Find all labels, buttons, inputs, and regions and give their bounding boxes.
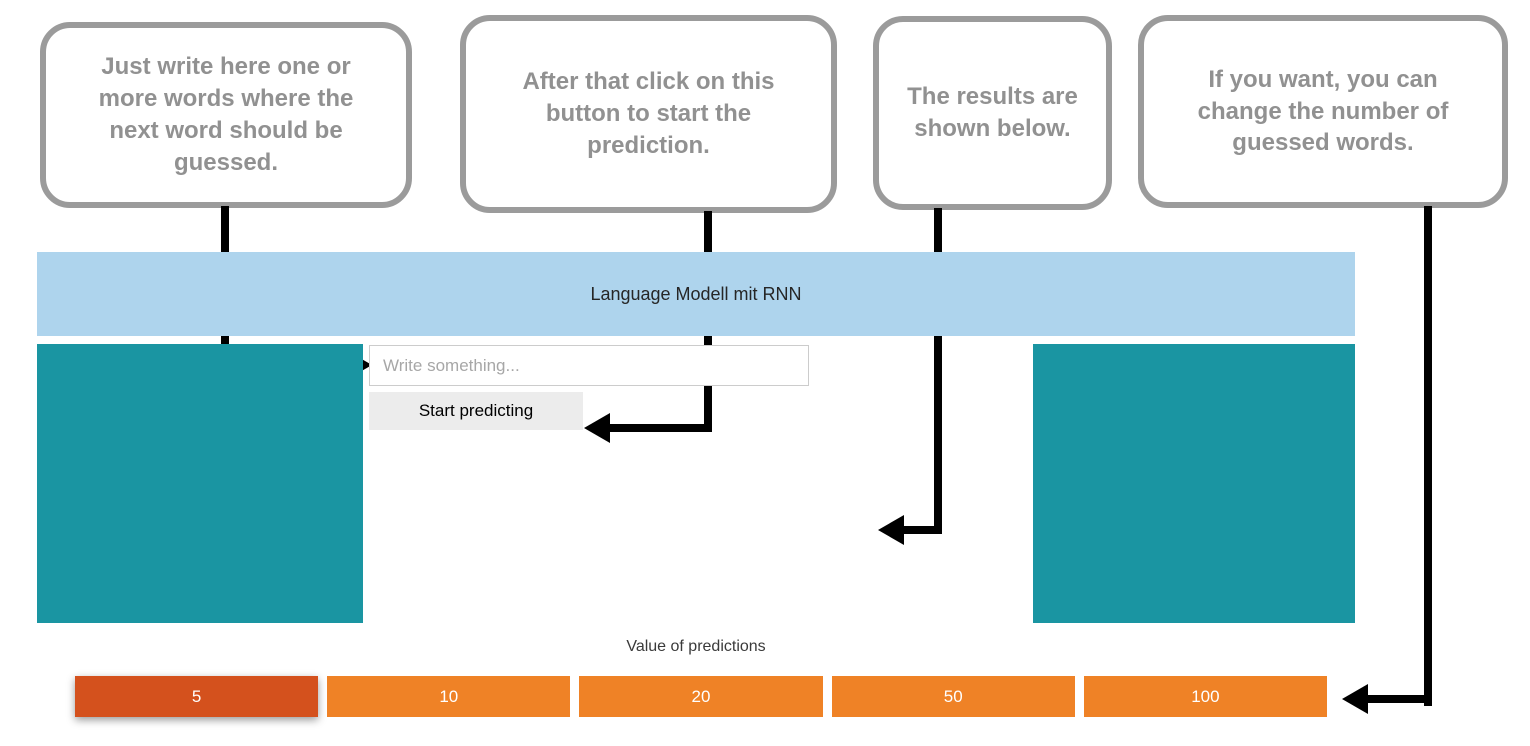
callout-start-button-text: After that click on this button to start… xyxy=(522,68,775,159)
page-title: Language Modell mit RNN xyxy=(590,283,802,304)
right-panel xyxy=(1033,344,1355,623)
prediction-option-50[interactable]: 50 xyxy=(831,676,1075,717)
predictions-section-label: Value of predictions xyxy=(626,638,766,655)
arrow-line-vertical xyxy=(1424,206,1432,706)
prediction-option-20[interactable]: 20 xyxy=(579,676,823,717)
arrow-head-icon xyxy=(878,515,904,545)
left-panel xyxy=(37,344,363,623)
arrow-head-icon xyxy=(584,413,610,443)
callout-start-button: After that click on this button to start… xyxy=(460,15,837,213)
callout-results-text: The results are shown below. xyxy=(907,83,1078,142)
word-input[interactable] xyxy=(369,345,809,386)
prediction-option-100[interactable]: 100 xyxy=(1083,676,1328,717)
start-predicting-button[interactable]: Start predicting xyxy=(369,392,583,430)
callout-change-number-text: If you want, you can change the number o… xyxy=(1197,65,1449,157)
arrow-line-horizontal xyxy=(904,526,942,534)
callout-change-number: If you want, you can change the number o… xyxy=(1138,15,1508,208)
arrow-line-horizontal xyxy=(610,424,712,432)
arrow-line-horizontal xyxy=(1368,695,1430,703)
callout-results: The results are shown below. xyxy=(873,16,1112,210)
prediction-option-5[interactable]: 5 xyxy=(75,676,319,717)
callout-write-words-text: Just write here one or more words where … xyxy=(98,53,354,176)
arrow-head-icon xyxy=(1342,684,1368,714)
prediction-option-10[interactable]: 10 xyxy=(327,676,571,717)
callout-write-words: Just write here one or more words where … xyxy=(40,22,412,208)
app-header: Language Modell mit RNN xyxy=(37,252,1355,336)
arrow-line-vertical xyxy=(934,208,942,534)
